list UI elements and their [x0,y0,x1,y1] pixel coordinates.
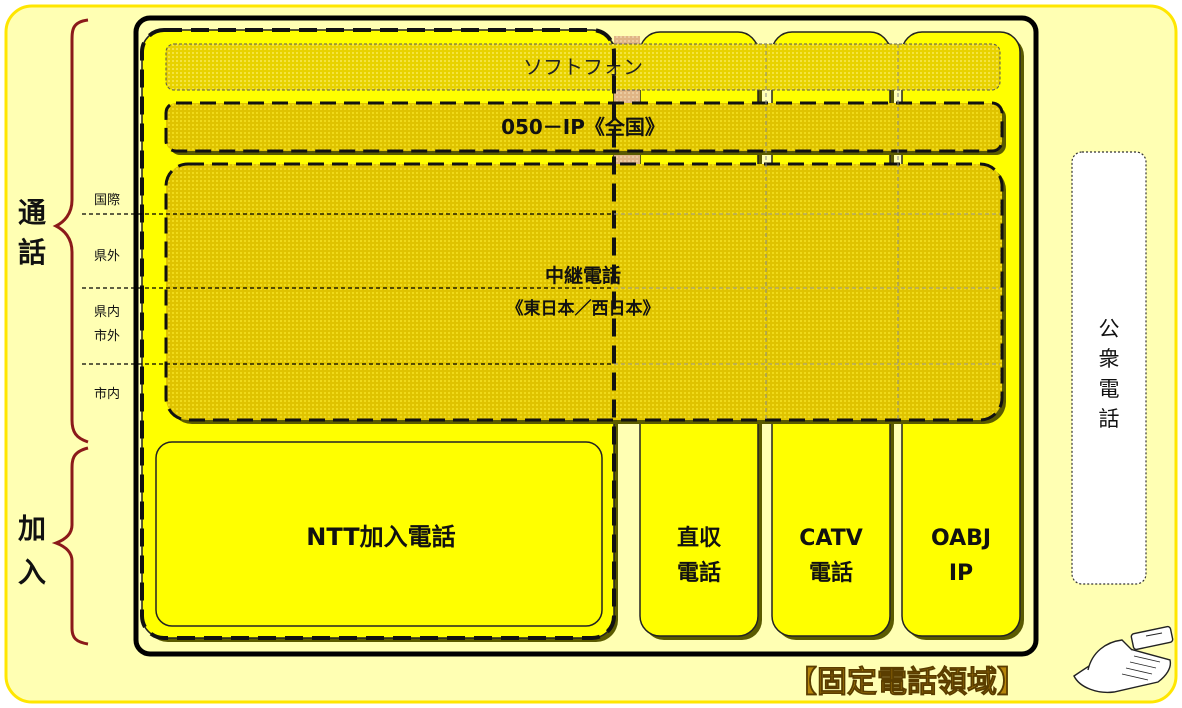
ip050-band: 050－IP《全国》 [164,101,1006,155]
label-out-of-pref: 県外 [94,249,120,264]
softphone-band: ソフトフォン [165,43,1001,91]
public-phone-char-2: 衆 [1099,347,1120,371]
ntt-subscriber-box: NTT加入電話 [155,441,603,627]
catv-label-2: 電話 [809,560,853,586]
label-tsuwa-2: 話 [18,236,46,269]
left-big-labels: 通 話 加 入 [18,196,46,589]
label-international: 国際 [94,193,120,208]
call-scope-lines [82,213,614,365]
column-labels: 直収 電話 CATV 電話 OABJ IP [677,525,991,586]
direct-label-2: 電話 [677,560,721,586]
softphone-label: ソフトフォン [523,55,643,79]
label-kanyu-1: 加 [18,512,46,545]
oabj-label-1: OABJ [931,526,991,551]
relay-band: 中継電話 《東日本／西日本》 [164,162,1006,424]
direct-label-1: 直収 [677,525,722,551]
call-scope-labels: 国際 県外 県内 市外 市内 [94,193,120,402]
catv-label-1: CATV [799,526,863,551]
public-phone-char-3: 電 [1099,377,1120,401]
label-local: 市内 [94,386,120,402]
public-phone-char-1: 公 [1099,317,1120,341]
ntt-label: NTT加入電話 [306,523,455,551]
label-other-city: 市外 [94,328,120,344]
call-scope-lines-right [614,213,1000,365]
ntt-dashed-outline [140,28,616,640]
relay-label-2: 《東日本／西日本》 [507,298,660,319]
label-kanyu-2: 入 [18,556,46,589]
label-tsuwa-1: 通 [18,196,46,229]
domain-title: 【固定電話領域】 [787,665,1027,700]
left-braces [51,18,89,646]
oabj-label-2: IP [949,561,973,586]
public-phone-box: 公 衆 電 話 [1071,151,1147,585]
public-phone-char-4: 話 [1099,407,1120,431]
relay-label-1: 中継電話 [545,264,621,287]
telephone-icon [1073,625,1174,694]
ip050-label: 050－IP《全国》 [501,115,665,139]
label-in-pref: 県内 [94,304,120,320]
